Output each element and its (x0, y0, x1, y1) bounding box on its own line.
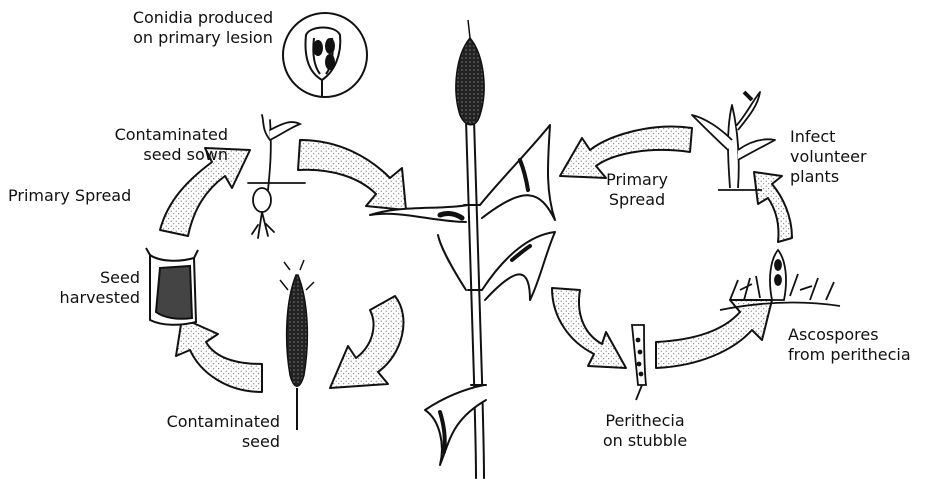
seedling-illustration (248, 115, 305, 238)
label-contaminated-seed: Contaminated seed (120, 412, 280, 452)
wheat-head (456, 20, 484, 125)
label-infect-volunteer: Infect volunteer plants (790, 127, 867, 187)
label-primary-spread-right: Primary Spread (592, 170, 682, 210)
contaminated-seed-head (280, 260, 314, 430)
label-primary-spread-left: Primary Spread (8, 186, 131, 206)
arrow-to-spread (298, 140, 406, 210)
label-conidia: Conidia produced on primary lesion (108, 8, 298, 48)
label-ascospores: Ascospores from perithecia (788, 325, 911, 365)
arrow-to-volunteer (754, 172, 792, 242)
arrow-to-seed-harvested (176, 318, 262, 392)
label-perithecia: Perithecia on stubble (590, 411, 700, 451)
arrow-to-perithecia (552, 288, 626, 368)
arrow-to-contaminated-seed (330, 296, 403, 388)
label-contaminated-seed-sown: Contaminated seed sown (40, 125, 228, 165)
arrow-to-ascospores (656, 300, 772, 368)
label-seed-harvested: Seed harvested (20, 268, 140, 308)
seed-bag-illustration (146, 248, 198, 325)
